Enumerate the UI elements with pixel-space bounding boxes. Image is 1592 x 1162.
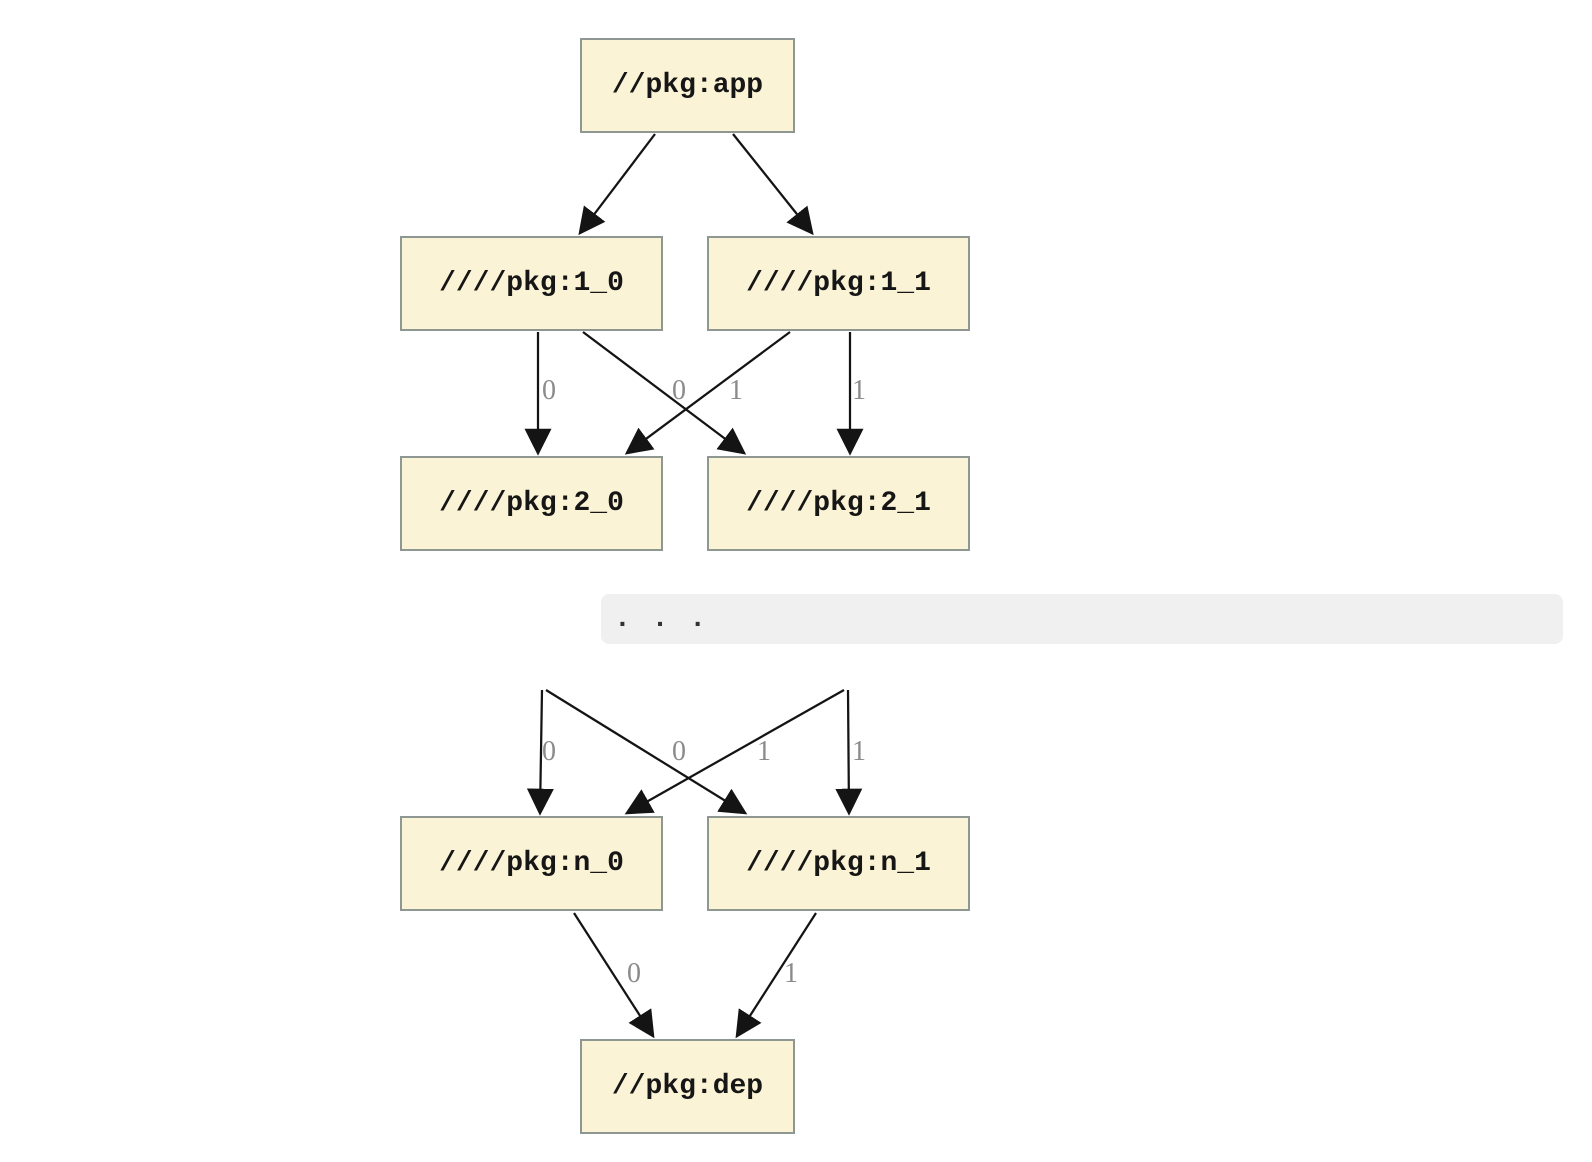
edge-ellipsis-to-n-0-cross bbox=[624, 689, 845, 815]
edge-n-1-to-dep bbox=[735, 912, 817, 1039]
ellipsis-code-band: . . . bbox=[601, 594, 1563, 644]
node-pkg-1-1: ////pkg:1_1 bbox=[707, 236, 970, 331]
node-label: ////pkg:1_0 bbox=[439, 268, 624, 299]
edge-label-ellipsis-to-n-0-left: 0 bbox=[542, 736, 556, 767]
node-pkg-1-0: ////pkg:1_0 bbox=[400, 236, 663, 331]
edge-label-1-1-to-2-0: 1 bbox=[729, 375, 743, 406]
node-pkg-2-0: ////pkg:2_0 bbox=[400, 456, 663, 551]
edge-label-ellipsis-to-n-1-cross: 0 bbox=[672, 736, 686, 767]
node-label: ////pkg:2_1 bbox=[746, 488, 931, 519]
edge-1-1-to-2-0 bbox=[624, 331, 791, 455]
node-pkg-n-0: ////pkg:n_0 bbox=[400, 816, 663, 911]
node-pkg-dep: //pkg:dep bbox=[580, 1039, 795, 1134]
node-label: ////pkg:n_0 bbox=[439, 848, 624, 879]
edge-app-to-1-1 bbox=[732, 133, 814, 236]
ellipsis-text: . . . bbox=[614, 603, 709, 635]
edge-ellipsis-to-n-1-cross bbox=[545, 689, 748, 815]
edge-label-1-0-to-2-0: 0 bbox=[542, 375, 556, 406]
node-label: ////pkg:1_1 bbox=[746, 268, 931, 299]
edge-label-1-1-to-2-1: 1 bbox=[852, 375, 866, 406]
node-pkg-n-1: ////pkg:n_1 bbox=[707, 816, 970, 911]
node-label: ////pkg:2_0 bbox=[439, 488, 624, 519]
edge-label-ellipsis-to-n-0-cross: 1 bbox=[757, 736, 771, 767]
edge-app-to-1-0 bbox=[578, 133, 656, 236]
node-pkg-app: //pkg:app bbox=[580, 38, 795, 133]
edge-label-n-0-to-dep: 0 bbox=[627, 958, 641, 989]
edge-ellipsis-to-n-1-right bbox=[835, 689, 863, 816]
edge-n-0-to-dep bbox=[573, 912, 655, 1039]
edge-1-0-to-2-1 bbox=[582, 331, 747, 455]
node-label: ////pkg:n_1 bbox=[746, 848, 931, 879]
node-pkg-2-1: ////pkg:2_1 bbox=[707, 456, 970, 551]
edge-label-1-0-to-2-1: 0 bbox=[672, 375, 686, 406]
node-label: //pkg:dep bbox=[611, 1071, 764, 1102]
node-label: //pkg:app bbox=[611, 70, 764, 101]
edge-label-ellipsis-to-n-1-right: 1 bbox=[852, 736, 866, 767]
edge-label-n-1-to-dep: 1 bbox=[784, 958, 798, 989]
